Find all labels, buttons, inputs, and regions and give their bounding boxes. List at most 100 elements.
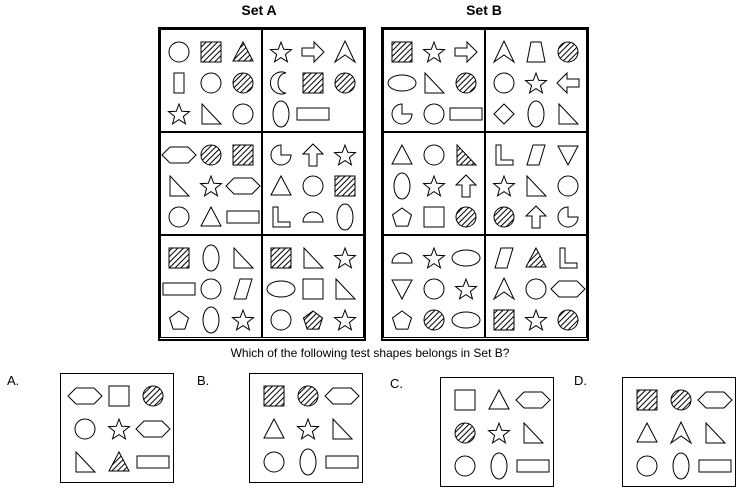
shape xyxy=(525,246,547,268)
shape xyxy=(524,205,548,229)
shape xyxy=(302,175,324,197)
shape xyxy=(269,71,287,95)
shape xyxy=(495,144,514,166)
shape xyxy=(200,205,222,227)
set-b-title: Set B xyxy=(466,2,502,18)
shape xyxy=(525,278,547,300)
shape xyxy=(226,210,260,224)
shape xyxy=(391,207,413,227)
shape xyxy=(494,247,514,269)
shape xyxy=(526,144,546,166)
shape xyxy=(135,420,171,438)
shape xyxy=(269,40,293,64)
shape xyxy=(302,310,324,330)
shape xyxy=(697,391,733,409)
shape xyxy=(391,279,413,301)
shape xyxy=(454,40,478,64)
shape xyxy=(231,308,255,332)
shape xyxy=(266,280,296,298)
shape xyxy=(449,107,483,121)
shape xyxy=(454,174,478,198)
shape xyxy=(454,277,478,301)
shape xyxy=(232,103,254,125)
shape xyxy=(559,247,578,269)
shape-grid xyxy=(270,143,357,231)
shape xyxy=(202,306,220,334)
shape-grid xyxy=(162,244,255,334)
shape-grid xyxy=(167,40,254,126)
shape xyxy=(270,309,292,331)
shape xyxy=(526,41,546,63)
shape xyxy=(296,107,330,121)
shape xyxy=(233,246,255,269)
shape xyxy=(451,311,481,329)
shape xyxy=(301,143,325,167)
shape xyxy=(454,389,476,411)
shape xyxy=(698,459,732,473)
shape xyxy=(424,71,446,94)
shape xyxy=(333,39,357,64)
shape xyxy=(391,41,413,63)
shape xyxy=(391,143,413,165)
shape xyxy=(451,249,481,267)
shape xyxy=(391,103,413,125)
option-c-box[interactable] xyxy=(440,377,554,487)
set-b-panel-6 xyxy=(485,235,587,338)
set-a-grid xyxy=(158,27,366,341)
shape xyxy=(523,421,545,444)
shape xyxy=(168,206,190,228)
shape xyxy=(454,422,476,444)
shape xyxy=(636,389,658,411)
shape xyxy=(422,40,446,64)
shape xyxy=(168,310,190,330)
shape xyxy=(296,417,320,441)
shape xyxy=(232,144,254,166)
shape xyxy=(526,174,548,197)
shape xyxy=(333,308,357,332)
shape xyxy=(108,450,130,472)
shape xyxy=(636,455,658,477)
shape xyxy=(423,309,445,331)
shape xyxy=(67,387,103,405)
option-d-box[interactable] xyxy=(622,377,736,487)
shape xyxy=(670,389,692,411)
shape xyxy=(161,146,197,164)
shape xyxy=(332,417,354,440)
shape xyxy=(636,421,658,443)
shape xyxy=(167,102,191,126)
shape-grid xyxy=(263,385,360,476)
shape xyxy=(301,40,325,64)
shape xyxy=(168,41,190,63)
shape xyxy=(672,452,690,480)
shape xyxy=(232,40,254,62)
shape xyxy=(334,72,356,94)
shape xyxy=(303,246,325,269)
shape xyxy=(557,206,579,228)
shape-grid xyxy=(387,40,483,125)
set-a-panel-2 xyxy=(262,29,364,132)
shape-grid xyxy=(67,385,171,473)
set-a-panel-4 xyxy=(262,132,364,235)
shape-grid xyxy=(492,39,580,128)
shape xyxy=(487,421,511,445)
shape xyxy=(334,175,356,197)
shape xyxy=(493,103,515,125)
shape xyxy=(516,459,550,473)
shape-grid xyxy=(391,246,481,331)
shape xyxy=(302,278,324,300)
shape xyxy=(168,247,190,269)
shape xyxy=(423,144,445,166)
shape xyxy=(557,41,579,63)
shape xyxy=(454,455,476,477)
option-b-box[interactable] xyxy=(249,373,363,483)
shape xyxy=(270,247,292,269)
set-b-panel-2 xyxy=(485,29,587,132)
shape xyxy=(456,143,478,166)
shape xyxy=(524,308,548,332)
set-a-panel-1 xyxy=(160,29,262,132)
shape xyxy=(333,143,357,167)
shape xyxy=(74,418,96,440)
set-b-panel-4 xyxy=(485,132,587,235)
shape xyxy=(325,455,359,469)
option-a-box[interactable] xyxy=(60,373,174,483)
